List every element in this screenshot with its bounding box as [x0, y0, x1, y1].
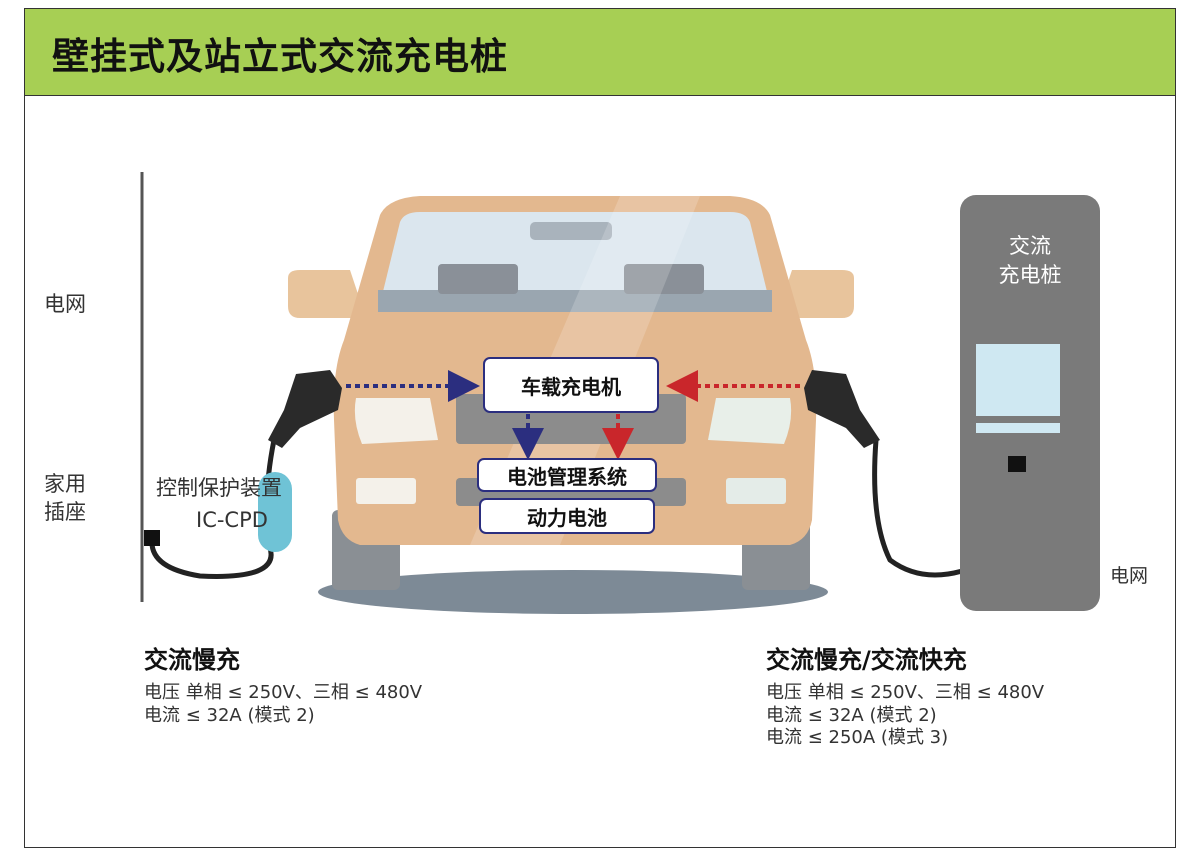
right-mode-title: 交流慢充/交流快充: [766, 646, 967, 674]
pile-label: 交流 充电桩: [960, 232, 1100, 291]
home-socket-label: 家用 插座: [44, 472, 86, 525]
right-grid-label: 电网: [1110, 565, 1149, 587]
icpd-label-line1: 控制保护装置: [156, 476, 282, 500]
pile-socket: [1008, 456, 1026, 472]
left-foglight: [356, 478, 416, 504]
battery-box: 动力电池: [479, 498, 655, 534]
left-headlight: [354, 398, 438, 444]
right-spec-voltage: 电压 单相 ≤ 250V、三相 ≤ 480V: [766, 682, 1045, 703]
left-specs: 电压 单相 ≤ 250V、三相 ≤ 480V 电流 ≤ 32A (模式 2): [144, 682, 422, 727]
pile-label-line2: 充电桩: [998, 263, 1062, 288]
seat-right: [624, 264, 704, 294]
right-spec-current-mode2: 电流 ≤ 32A (模式 2): [766, 704, 937, 726]
onboard-charger-box: 车载充电机: [483, 357, 659, 413]
seat-left: [438, 264, 518, 294]
left-spec-current: 电流 ≤ 32A (模式 2): [144, 704, 315, 726]
car-shadow: [318, 570, 828, 614]
rearview-mirror: [530, 222, 612, 240]
pile-label-line1: 交流: [1009, 234, 1051, 258]
ic-cpd-device: [258, 472, 292, 552]
pile-screen: [976, 344, 1060, 416]
left-mode-title: 交流慢充: [144, 646, 240, 674]
pile-bar: [976, 423, 1060, 433]
right-spec-current-mode3: 电流 ≤ 250A (模式 3): [766, 727, 949, 748]
right-headlight: [708, 398, 792, 444]
left-grid-label: 电网: [44, 292, 86, 316]
bms-box: 电池管理系统: [477, 458, 657, 492]
left-mirror: [288, 270, 366, 318]
title-bar: [24, 8, 1176, 96]
right-foglight: [726, 478, 786, 504]
right-specs: 电压 单相 ≤ 250V、三相 ≤ 480V 电流 ≤ 32A (模式 2) 电…: [766, 682, 1044, 750]
windshield-shade: [378, 290, 772, 312]
icpd-label-line2: IC-CPD: [196, 508, 268, 532]
wall-plug: [144, 530, 160, 546]
left-charging-connector: [268, 370, 342, 448]
page-title: 壁挂式及站立式交流充电桩: [52, 35, 508, 78]
right-charging-connector: [804, 370, 880, 448]
left-spec-voltage: 电压 单相 ≤ 250V、三相 ≤ 480V: [144, 682, 423, 703]
